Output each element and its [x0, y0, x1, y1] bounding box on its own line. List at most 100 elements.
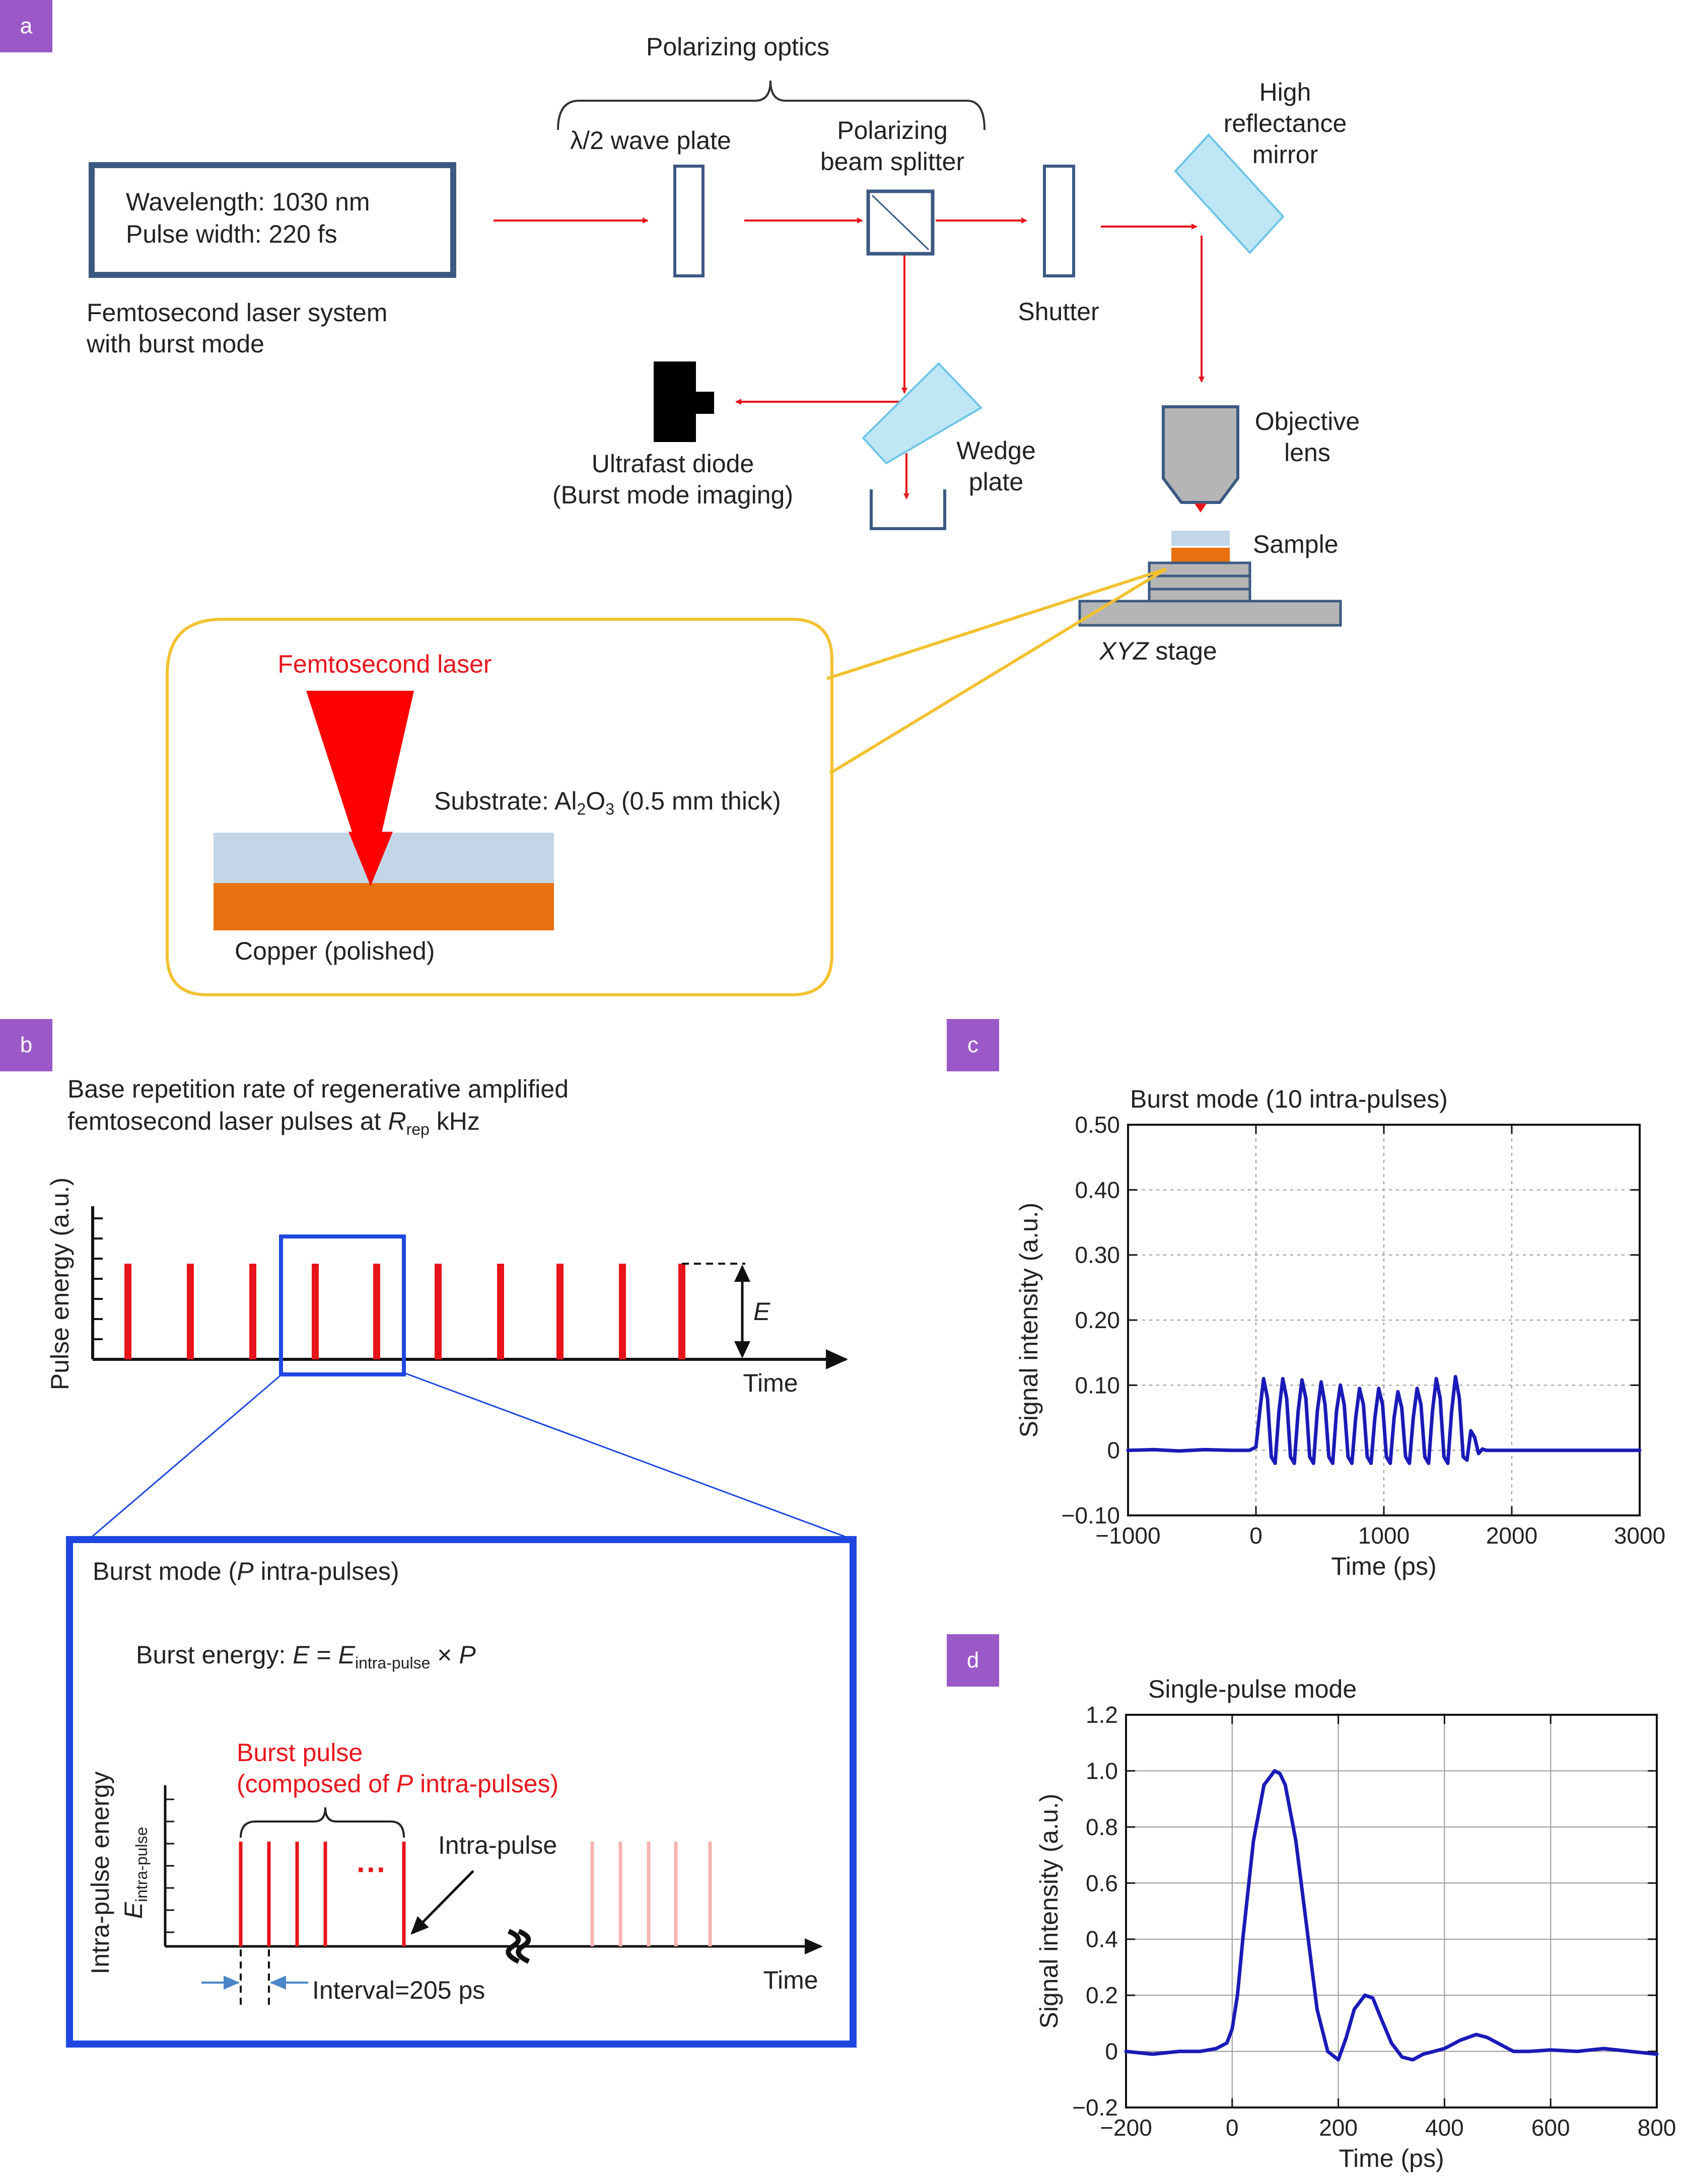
interval-label: Interval=205 ps [312, 1976, 485, 2004]
y-tick-label: 1.2 [1086, 1702, 1118, 1728]
burst-ellipsis: ··· [357, 1853, 387, 1886]
y-tick-label: 0.50 [1075, 1112, 1120, 1138]
burst-pulse-label-2: (composed of P intra-pulses) [237, 1770, 558, 1798]
axis-break-icon [506, 1929, 531, 1964]
laser-pulse-width: Pulse width: 220 fs [126, 220, 337, 248]
x-tick-label: 400 [1425, 2115, 1464, 2141]
series-line [1126, 1375, 1642, 1465]
intra-pulse-arrow [410, 1870, 474, 1935]
burst-energy-formula: Burst energy: E = Eintra-pulse × P [136, 1641, 476, 1672]
inset-copper [214, 883, 554, 930]
diode-label-1: Ultrafast diode [592, 450, 754, 478]
zoom-box [279, 1234, 406, 1376]
panel-b-title-2: femtosecond laser pulses at Rrep kHz [67, 1107, 480, 1138]
zoom-line-left [88, 1371, 285, 1541]
inset-copper-label: Copper (polished) [235, 937, 435, 965]
wedge-plate [862, 362, 983, 465]
chart-title: Burst mode (10 intra-pulses) [1130, 1085, 1448, 1113]
y-tick-label: −0.2 [1072, 2094, 1118, 2121]
intra-pulse-label: Intra-pulse [438, 1831, 557, 1859]
stage-label: XYZ stage [1099, 637, 1217, 665]
ultrafast-diode-window [695, 392, 714, 414]
half-wave-plate [673, 165, 705, 277]
pbs-diagonal [871, 194, 930, 251]
diode-label-2: (Burst mode imaging) [552, 481, 793, 509]
laser-caption-1: Femtosecond laser system [87, 299, 387, 327]
x-axis-label: Time (ps) [1331, 1552, 1436, 1580]
panel-d-tag-box [947, 1634, 999, 1687]
plot-frame [1125, 1714, 1658, 2108]
energy-arrow-head-bottom [734, 1341, 750, 1358]
series-line [1124, 1769, 1659, 2062]
panel-b-title-1: Base repetition rate of regenerative amp… [67, 1075, 569, 1103]
sample-copper [1171, 548, 1230, 562]
inset-laser-label: Femtosecond laser [277, 650, 492, 678]
x-tick-label: 3000 [1614, 1522, 1665, 1549]
y-tick-label: 0.10 [1075, 1372, 1120, 1398]
y-tick-label: 0.4 [1086, 1926, 1118, 1952]
x-tick-label: 0 [1249, 1522, 1262, 1549]
y-tick-label: 0.2 [1086, 1982, 1118, 2008]
x-tick-label: 200 [1319, 2115, 1358, 2141]
energy-label: E [753, 1297, 770, 1326]
shutter [1043, 165, 1075, 277]
pbs-label-2: beam splitter [820, 148, 964, 176]
beam-dump [870, 489, 946, 530]
inner-xlabel: Time [763, 1966, 818, 1994]
xyz-stage-base [1078, 600, 1342, 627]
y-tick-label: 0.30 [1075, 1242, 1120, 1268]
ultrafast-diode [654, 361, 696, 442]
objective-label-1: Objective [1255, 407, 1360, 435]
x-tick-label: −1000 [1095, 1522, 1160, 1549]
y-tick-label: 0.40 [1075, 1177, 1120, 1203]
pulse-train [124, 1264, 685, 1359]
inset-substrate-label: Substrate: Al2O3 (0.5 mm thick) [434, 787, 781, 818]
y-tick-label: −0.10 [1062, 1502, 1120, 1528]
y-tick-label: 0 [1107, 1437, 1120, 1464]
objective-focus [1195, 503, 1207, 513]
panel-c-tag: c [967, 1033, 978, 1057]
shutter-label: Shutter [1018, 298, 1099, 326]
laser-caption-2: with burst mode [86, 330, 264, 358]
inner-y-ticks [165, 1798, 174, 1933]
panel-b-tag-box [0, 1019, 52, 1071]
y-tick-label: 0.8 [1086, 1814, 1118, 1840]
pbs-label-1: Polarizing [837, 116, 948, 144]
mirror-label-2: reflectance [1224, 109, 1347, 137]
beam-paths [494, 217, 1205, 499]
panel-a: a Polarizing optics Wavelength: 1030 nm … [0, 0, 1360, 996]
polarizing-optics-bracket [557, 80, 986, 130]
y-tick-label: 0 [1105, 2039, 1118, 2065]
inset-laser-tip [348, 832, 393, 886]
x-tick-label: 0 [1226, 2115, 1239, 2141]
inner-ylabel-1: Intra-pulse energy [86, 1771, 114, 1974]
chart-title: Single-pulse mode [1148, 1675, 1357, 1703]
panel-b-y-ticks [93, 1217, 103, 1340]
burst-pulses [239, 1842, 712, 1946]
y-tick-label: 0.20 [1075, 1307, 1120, 1333]
burst-brace [240, 1807, 405, 1838]
xyz-stage-upper [1148, 561, 1251, 603]
panel-a-tag-box [0, 0, 52, 52]
callout-connector-1 [826, 567, 1167, 680]
burst-pulse-label-1: Burst pulse [237, 1738, 363, 1767]
zoom-line-right [402, 1371, 854, 1541]
laser-wavelength: Wavelength: 1030 nm [126, 188, 370, 216]
x-axis-label: Time (ps) [1339, 2144, 1444, 2172]
panel-b-xlabel: Time [743, 1369, 798, 1397]
panel-a-tag: a [20, 14, 33, 38]
panel-c-tag-box [947, 1019, 999, 1071]
x-tick-label: 800 [1638, 2115, 1676, 2141]
mirror-label-1: High [1259, 78, 1311, 106]
sample-substrate [1171, 531, 1230, 546]
laser-box [89, 162, 456, 278]
burst-mode-box [66, 1536, 857, 2048]
panel-b-ylabel: Pulse energy (a.u.) [46, 1178, 74, 1390]
wedge-label-1: Wedge [956, 436, 1036, 465]
y-axis-label: Signal intensity (a.u.) [1015, 1203, 1043, 1438]
